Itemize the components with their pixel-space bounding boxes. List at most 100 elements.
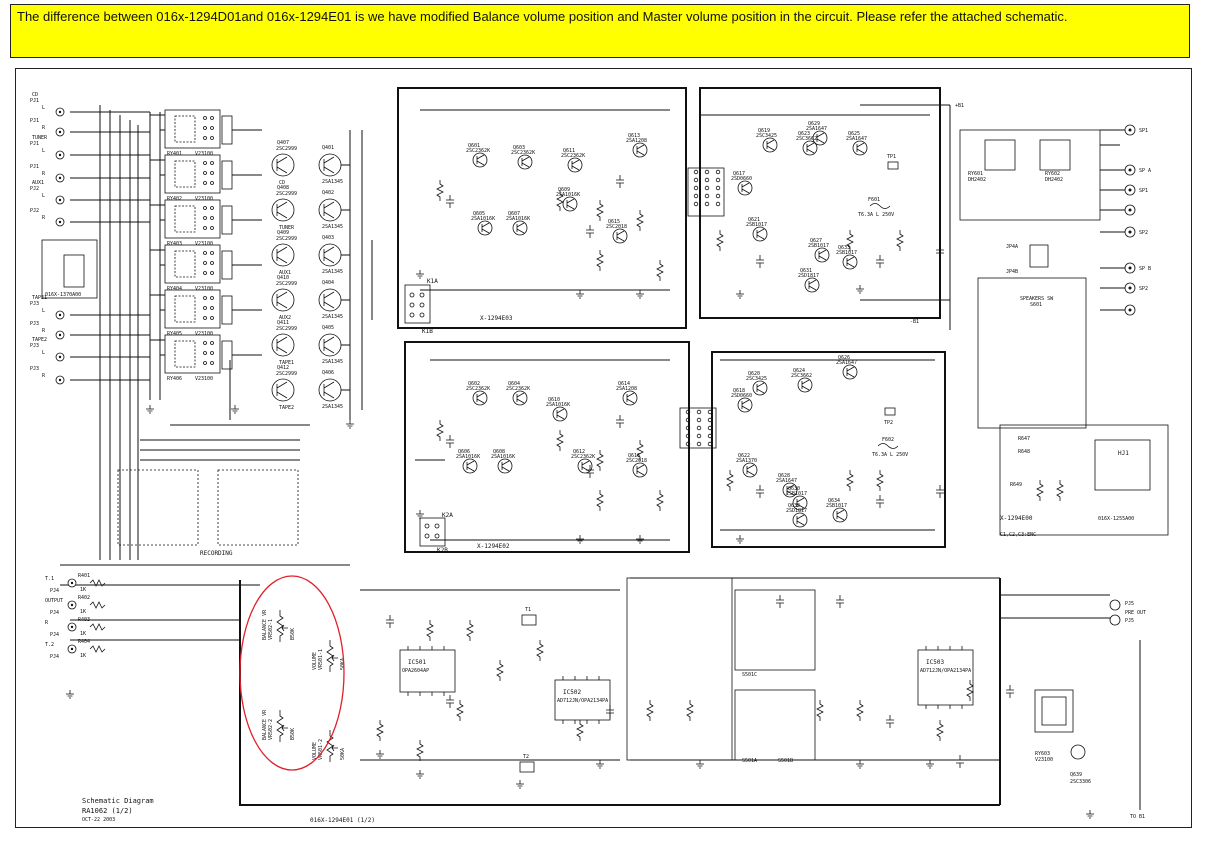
amp-q-ref: Q622 — [738, 453, 750, 459]
potentiometer — [326, 640, 334, 672]
led-q-ref: Q403 — [322, 235, 334, 241]
input-jack-ref: PJ3 — [30, 343, 39, 349]
ic-part: AD712JN/OPA2134PA — [920, 668, 971, 674]
input-source-label: TUNER — [32, 135, 48, 141]
amp-q-ref: Q611 — [563, 148, 575, 154]
led-q-part: 2SA1345 — [322, 359, 343, 365]
selector-transistor — [271, 243, 295, 267]
amp-q-ref: Q619 — [758, 128, 770, 134]
amp-transistor — [612, 228, 628, 244]
amp-q-ref: Q605 — [473, 211, 485, 217]
output-res-val: 1K — [80, 631, 86, 637]
ic-ref: IC503 — [926, 659, 944, 666]
amp-q-ref: Q604 — [508, 381, 520, 387]
relay-part: V23100 — [195, 241, 213, 247]
amp-q-ref: Q633 — [838, 245, 850, 251]
amp-transistor — [752, 226, 768, 242]
jp4b-label: JP4B — [1006, 269, 1018, 275]
amp-q-ref: Q634 — [828, 498, 840, 504]
volume-label: BALANCE VR — [262, 609, 268, 640]
output-label: T.2 — [45, 642, 54, 648]
amp-q-part: 2SA1016K — [491, 454, 515, 460]
t1-label: T1 — [525, 607, 531, 613]
s501a-label: S501A — [742, 758, 757, 764]
amp-q-ref: Q620 — [748, 371, 760, 377]
amp-q-part: 2SA1647 — [836, 360, 857, 366]
amp-q-part: 2SC3425 — [746, 376, 767, 382]
amp-q-part: 2SA1647 — [846, 136, 867, 142]
input-channel: R — [42, 328, 46, 334]
relay-part: V23100 — [195, 151, 213, 157]
amp-q-part: 2SA1016K — [506, 216, 530, 222]
fuse2-label: F602 — [882, 437, 894, 443]
amp-q-ref: Q628 — [778, 473, 790, 479]
amp-transistor — [497, 458, 513, 474]
ic-group: IC501OPA2604APIC502AD712JN/OPA2134PAIC50… — [399, 646, 974, 724]
modified-area-ring — [239, 575, 345, 771]
amp-transistor — [562, 196, 578, 212]
input-channel: R — [42, 125, 46, 131]
k2a-label: K2A — [442, 512, 453, 519]
amp-transistor — [832, 507, 848, 523]
input-channel: L — [42, 148, 45, 154]
amp-q-part: 2SB1017 — [826, 503, 847, 509]
selector-q-ref: Q411 — [277, 320, 289, 326]
led-q-ref: Q406 — [322, 370, 334, 376]
selector-source-label: AUX1 — [279, 270, 291, 276]
speaker-port-label: SP1 — [1139, 188, 1148, 194]
amp-q-ref: Q613 — [628, 133, 640, 139]
amp-q-part: 2SC2362K — [511, 150, 535, 156]
led-transistor — [318, 288, 342, 312]
speaker-switch-ref: S601 — [1030, 302, 1042, 308]
amp-q-part: 2SB1017 — [808, 243, 829, 249]
output-jacks: T.1PJ4R4011KOUTPUTPJ4R4021KRPJ4R4031KT.2… — [45, 573, 106, 660]
selector-q-ref: Q407 — [277, 140, 289, 146]
input-jacks-group: PJ1LCDPJ1RPJ1LTUNERPJ1RPJ2LAUX1PJ2RPJ3LT… — [30, 92, 65, 385]
relay-box — [164, 154, 221, 194]
led-q-part: 2SA1345 — [322, 269, 343, 275]
amp-transistor — [567, 157, 583, 173]
amp-q-ref: Q625 — [848, 131, 860, 137]
input-channel: L — [42, 105, 45, 111]
relay-a-label: RY601 — [968, 171, 983, 177]
volume-label: VOLUME — [312, 652, 318, 670]
selector-q-ref: Q409 — [277, 230, 289, 236]
input-channel: L — [42, 193, 45, 199]
amp-q-part: 2SB1017 — [836, 250, 857, 256]
amp-q-part: 2SA1208 — [616, 386, 637, 392]
amp-q-ref: Q610 — [548, 397, 560, 403]
title-block: Schematic Diagram RA1062 (1/2) OCT-22 20… — [82, 797, 375, 824]
amp-q-ref: Q626 — [838, 355, 850, 361]
amp-q-part: 2SB1017 — [786, 491, 807, 497]
selector-q-ref: Q410 — [277, 275, 289, 281]
bottom-relay-part: V23100 — [1035, 757, 1053, 763]
amp-q-part: 2SC2362K — [561, 153, 585, 159]
lower-amp-board: X-1294E02 — [404, 341, 946, 553]
s501c-label: S501C — [742, 672, 757, 678]
tp2-label: TP2 — [884, 420, 893, 426]
output-res-ref: R401 — [78, 573, 90, 579]
volume-label: VOLUME — [312, 742, 318, 760]
ic-ref: IC501 — [408, 659, 426, 666]
amp-transistor — [632, 142, 648, 158]
amp-transistor — [852, 140, 868, 156]
volume-val: B50K — [290, 728, 296, 740]
pre-out-section: PJ5 PRE OUT PJ5 — [1000, 594, 1146, 626]
output-res-ref: R404 — [78, 639, 90, 645]
amp-transistor — [552, 406, 568, 422]
selector-transistor — [271, 198, 295, 222]
input-channel: L — [42, 350, 45, 356]
amp-q-ref: Q629 — [808, 121, 820, 127]
bottom-relay: RY603 V23100 Q639 2SC3306 TO B1 — [1034, 640, 1145, 820]
amp-q-part: 2SC2362K — [506, 386, 530, 392]
selector-q-part: 2SC2999 — [276, 191, 297, 197]
output-res-val: 1K — [80, 587, 86, 593]
output-jack-ref: PJ4 — [50, 588, 59, 594]
input-channel: R — [42, 373, 46, 379]
headphone-board-label: 016X-1255A00 — [1098, 516, 1134, 522]
volume-val: 50KA — [340, 748, 346, 760]
op-amp-ic — [917, 649, 974, 706]
selector-transistors: Q4072SC2999CDQ4082SC2999TUNERQ4092SC2999… — [271, 140, 297, 411]
ic-ref: IC502 — [563, 689, 581, 696]
amp-q-part: 2SC2018 — [606, 224, 627, 230]
